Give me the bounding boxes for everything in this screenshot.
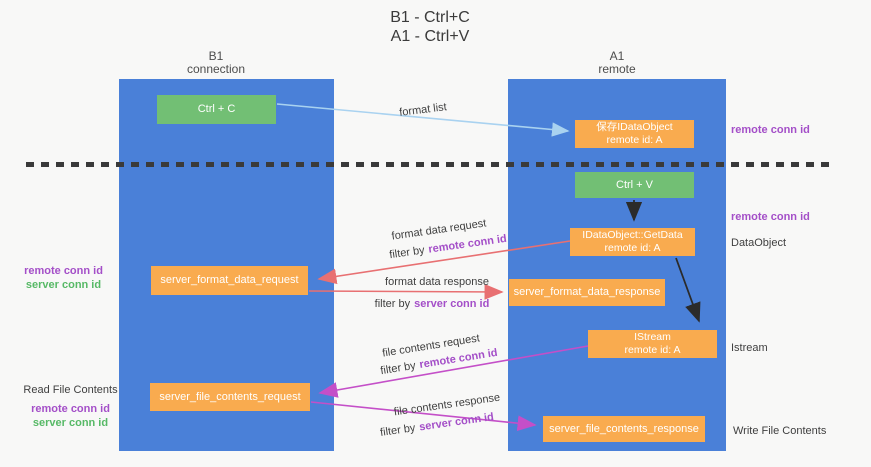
lane-a1-role: remote bbox=[598, 62, 636, 76]
arrow-file-contents-request bbox=[318, 345, 589, 398]
server-file-contents-request-box: server_file_contents_request bbox=[150, 383, 310, 411]
ctrl-c-label: Ctrl + C bbox=[197, 103, 236, 115]
left-conn-id-group-top: remote conn id server conn id bbox=[16, 264, 111, 292]
save-idataobject-line1: 保存IDataObject bbox=[596, 121, 673, 133]
write-file-contents-label: Write File Contents bbox=[733, 425, 827, 437]
remote-conn-id-left: remote conn id bbox=[24, 265, 103, 277]
read-file-contents-label: Read File Contents bbox=[23, 384, 118, 396]
arrow-format-list bbox=[276, 103, 570, 137]
arrow-getdata-to-istream bbox=[675, 257, 701, 323]
arrow-format-data-response bbox=[308, 284, 504, 300]
save-idataobject-line2: remote id: A bbox=[606, 134, 663, 146]
ctrl-c-box: Ctrl + C bbox=[157, 95, 276, 124]
lane-header-b1: B1 connection bbox=[187, 50, 245, 76]
filter-by-label: filter by bbox=[374, 298, 411, 310]
remote-conn-id-right-mid: remote conn id bbox=[731, 211, 810, 223]
server-file-contents-request-label: server_file_contents_request bbox=[159, 390, 301, 403]
ctrl-v-box: Ctrl + V bbox=[575, 172, 694, 198]
server-conn-id-label: server conn id bbox=[414, 298, 490, 310]
remote-conn-id-left-bottom: remote conn id bbox=[31, 403, 110, 415]
lane-b1-name: B1 bbox=[208, 49, 224, 63]
server-file-contents-response-label: server_file_contents_response bbox=[549, 422, 699, 435]
lane-header-a1: A1 remote bbox=[598, 50, 635, 76]
save-idataobject-box: 保存IDataObject remote id: A bbox=[575, 120, 694, 148]
lane-a1-name: A1 bbox=[609, 49, 625, 63]
istream-box: IStream remote id: A bbox=[588, 330, 717, 358]
istream-side-label: Istream bbox=[731, 342, 768, 354]
dataobject-label: DataObject bbox=[731, 237, 787, 249]
server-format-data-response-box: server_format_data_response bbox=[509, 279, 665, 306]
server-conn-id-left: server conn id bbox=[25, 279, 102, 291]
title-line-2: A1 - Ctrl+V bbox=[390, 28, 470, 45]
server-file-contents-response-box: server_file_contents_response bbox=[543, 416, 705, 442]
lane-b1-role: connection bbox=[186, 62, 246, 76]
getdata-line2: remote id: A bbox=[604, 242, 661, 254]
idataobject-getdata-box: IDataObject::GetData remote id: A bbox=[570, 228, 695, 256]
arrow-format-data-request bbox=[317, 240, 571, 285]
title-line-1: B1 - Ctrl+C bbox=[390, 9, 470, 26]
server-conn-id-left-bottom: server conn id bbox=[32, 417, 109, 429]
remote-conn-id-right-top: remote conn id bbox=[731, 124, 810, 136]
ctrl-v-label: Ctrl + V bbox=[616, 178, 653, 191]
istream-line1: IStream bbox=[634, 331, 671, 343]
server-format-data-response-label: server_format_data_response bbox=[513, 286, 661, 298]
arrow-file-contents-response bbox=[310, 401, 537, 432]
istream-line2: remote id: A bbox=[624, 344, 681, 356]
getdata-line1: IDataObject::GetData bbox=[582, 229, 683, 241]
server-format-data-request-box: server_format_data_request bbox=[151, 266, 308, 295]
server-format-data-request-label: server_format_data_request bbox=[160, 274, 299, 286]
diagram-title: B1 - Ctrl+C A1 - Ctrl+V bbox=[390, 8, 470, 46]
format-data-response-label: format data response bbox=[385, 276, 489, 288]
left-conn-id-group-bottom: Read File Contents remote conn id server… bbox=[18, 383, 123, 430]
